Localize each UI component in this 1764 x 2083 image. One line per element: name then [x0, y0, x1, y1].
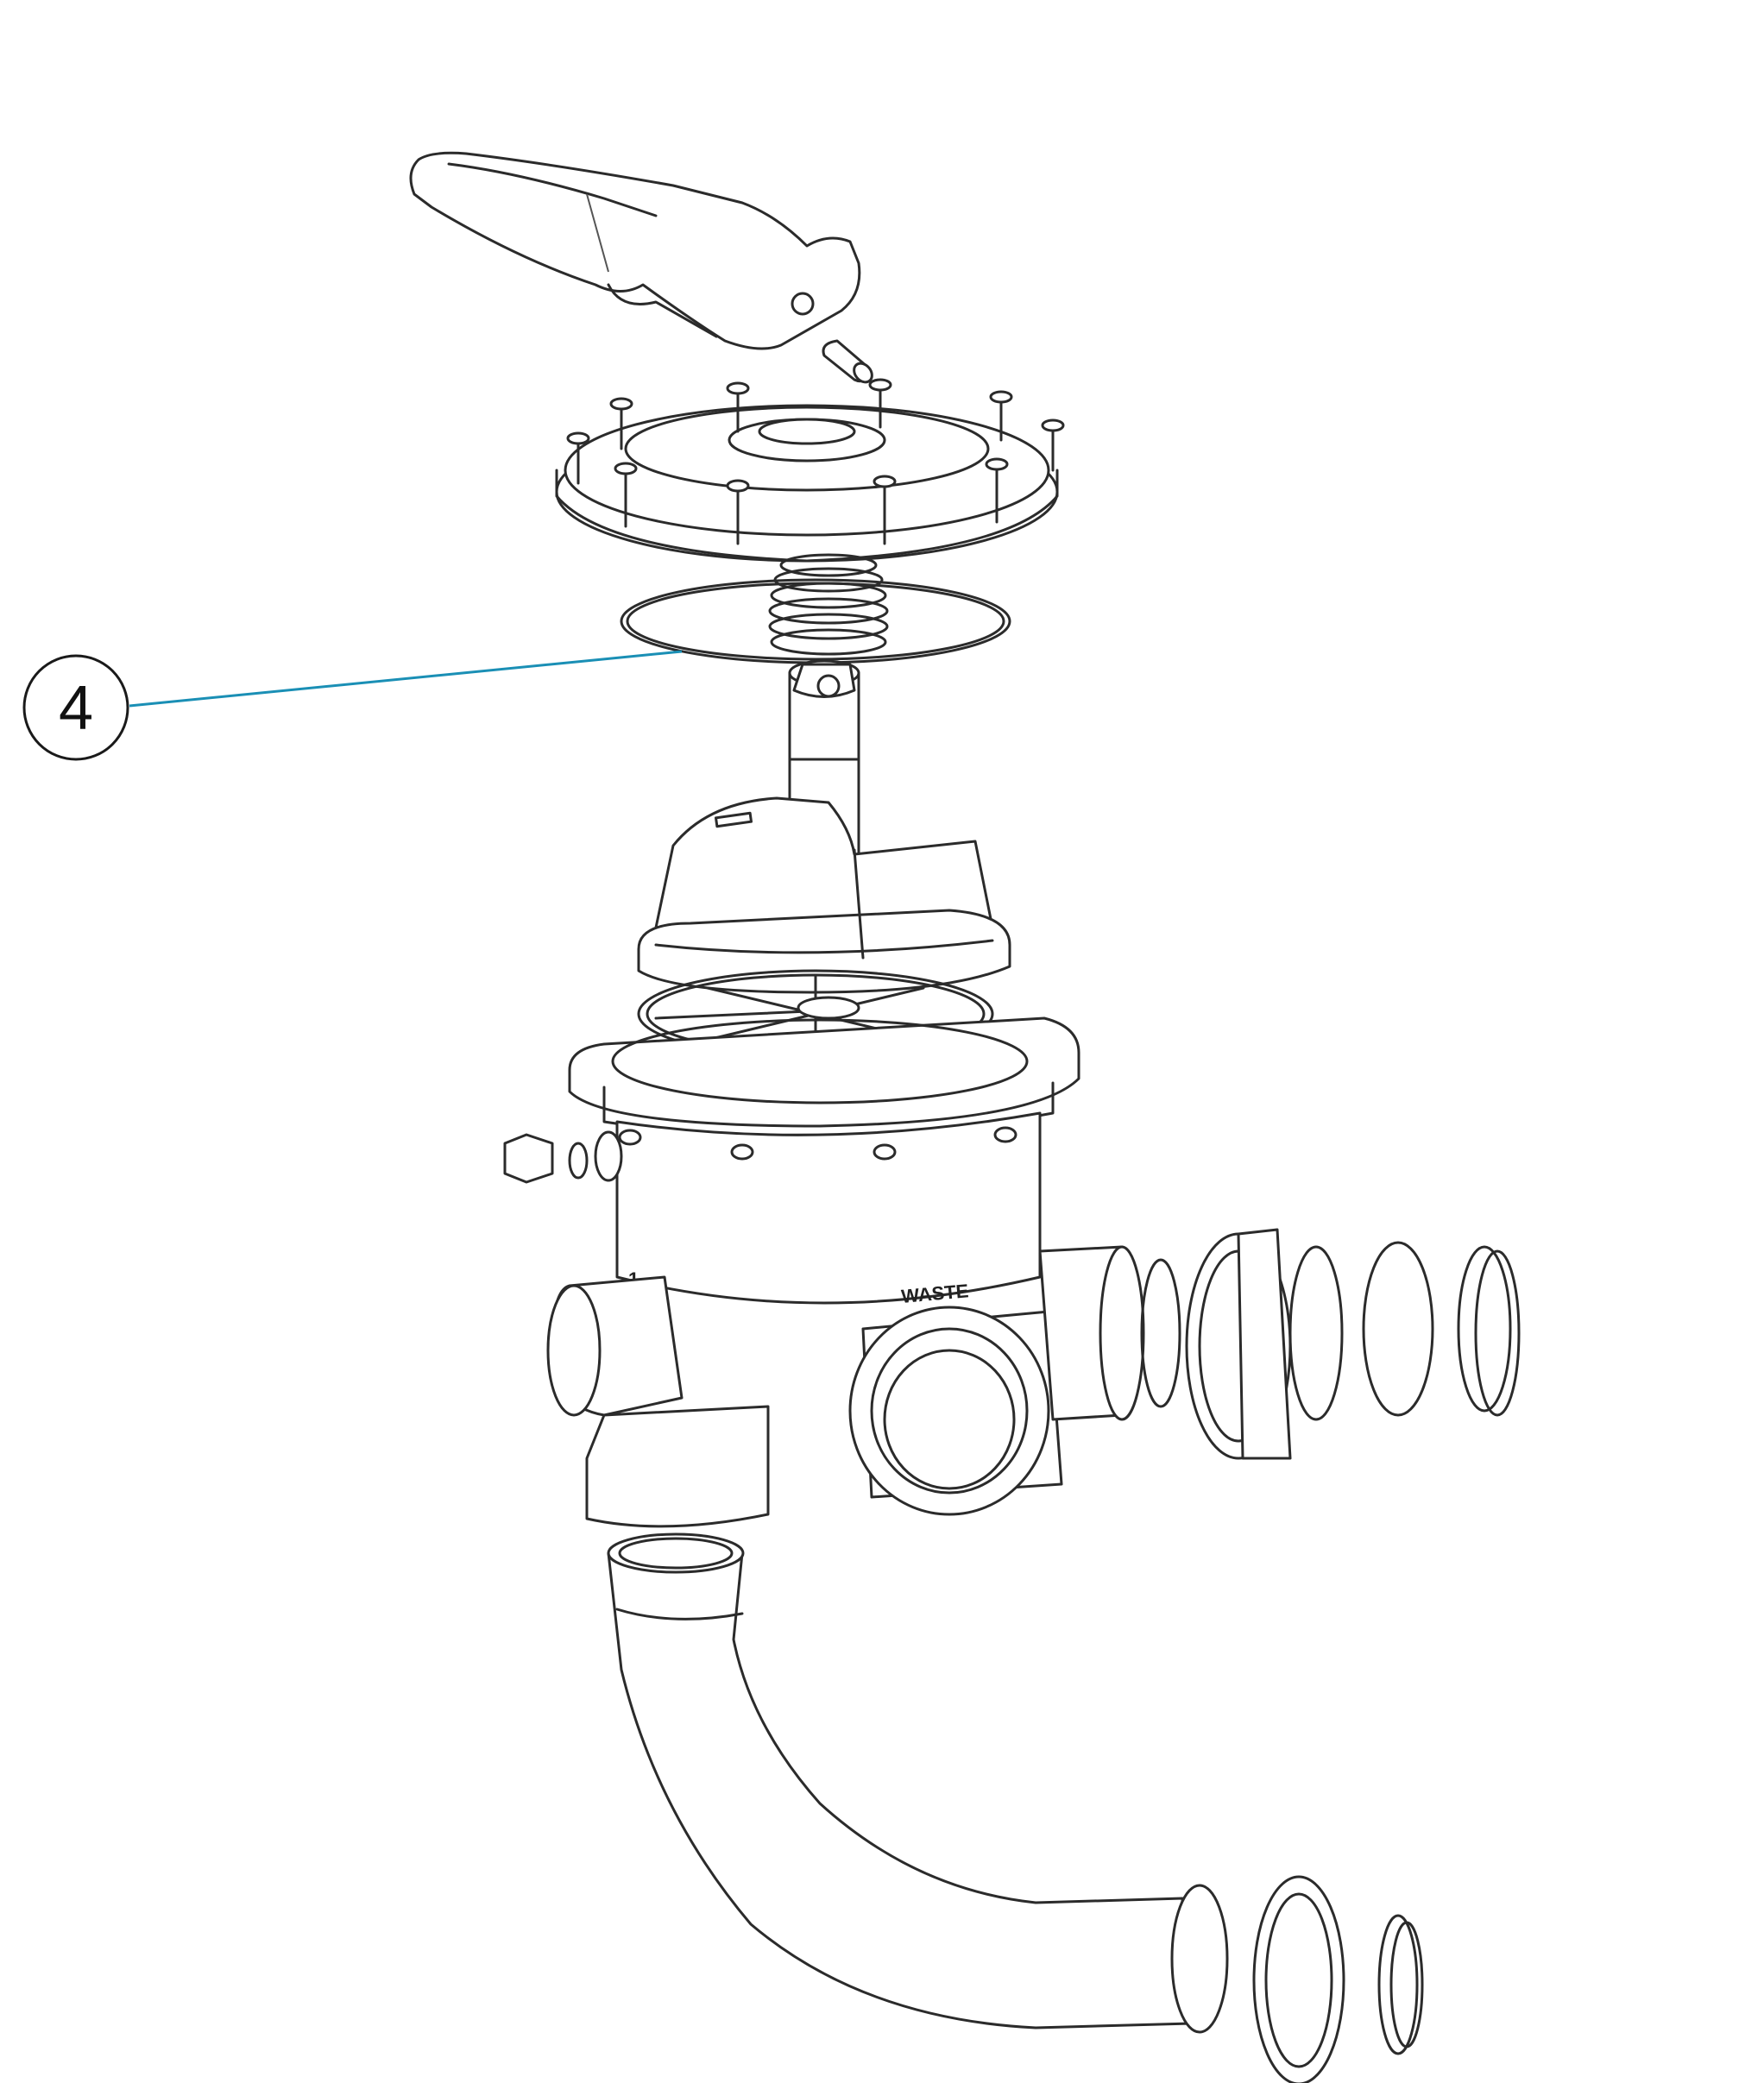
callout-4: 4 [22, 650, 683, 761]
spring [768, 553, 889, 656]
cover-bolts [566, 378, 1065, 545]
bend-pipe [607, 1532, 1193, 2030]
handle-pin [822, 339, 873, 384]
port-waste [848, 1306, 1063, 1516]
callout-number: 4 [59, 674, 93, 743]
port-left [546, 1275, 770, 1528]
drain-plug [503, 1130, 623, 1184]
union-assembly-bottom [1170, 1875, 1424, 2083]
handle-lever [409, 151, 861, 350]
rotor-housing [637, 796, 1011, 994]
union-assembly-right [1140, 1228, 1521, 1460]
port-right [1038, 1245, 1145, 1421]
callout-circle [22, 654, 129, 761]
valve-body: WASTE 1 2 [587, 1111, 1042, 1497]
o-ring-part-4 [620, 578, 1011, 664]
body-bolts [618, 1126, 1017, 1161]
top-cover [555, 378, 1065, 563]
callout-leader-line [129, 650, 683, 708]
